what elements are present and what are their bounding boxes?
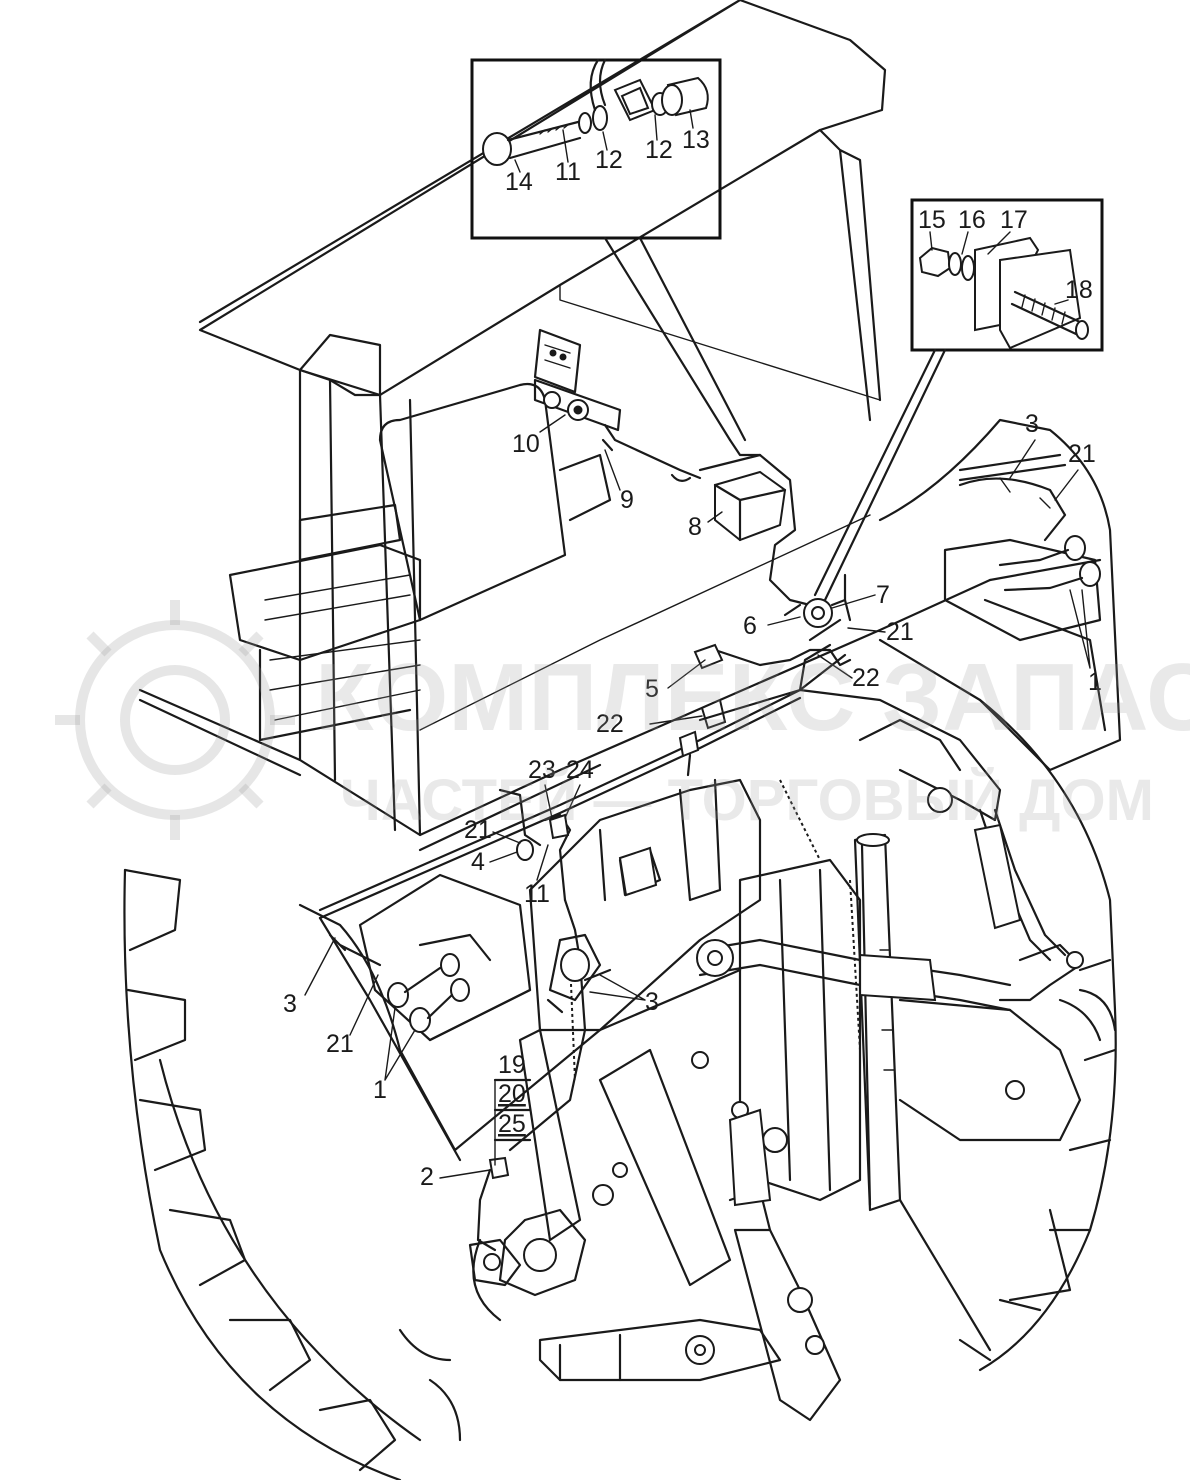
callout-7: 7 [876,581,890,609]
center-harness-callouts: 7 6 21 5 22 22 [596,581,914,738]
callout-21: 21 [886,618,914,646]
callout-3: 3 [645,988,659,1016]
control-panel [533,328,702,480]
callout-4: 4 [471,848,485,876]
watermark-line1: КОМПЛЕКС ЗАПАСНЫХ [315,644,1190,751]
left-rear-tire [123,868,462,1480]
bolt-head-icon [482,132,512,166]
control-panel-callouts: 10 9 8 [512,414,723,541]
clamp-icon [516,839,534,861]
center-harness [318,573,852,920]
callout-3: 3 [1025,410,1039,438]
left-fender [298,873,742,1162]
gear-logo-icon [55,600,295,840]
callout-19: 19 [498,1051,526,1079]
rear-housing [528,778,762,1032]
washer-icon [948,252,962,276]
callout-3: 3 [283,990,297,1018]
work-light-icon [409,1007,431,1033]
right-fender [878,418,1122,772]
callout-16: 16 [958,206,986,234]
position-sensor-callouts: 19 20 25 2 [420,1051,532,1191]
callout-1: 1 [373,1076,387,1104]
callout-2: 2 [420,1163,434,1191]
callout-9: 9 [620,486,634,514]
callout-24: 24 [566,756,594,784]
callout-25: 25 [498,1110,526,1138]
callout-8: 8 [688,513,702,541]
callout-22: 22 [852,664,880,692]
nut-icon [918,246,952,278]
washer-icon [592,105,608,131]
inset-bolt-assembly [470,58,747,442]
callout-12: 12 [645,136,673,164]
watermark-line2: ЧАСТЕЙ — ТОРГОВЫЙ ДОМ [340,768,1154,833]
callout-18: 18 [1065,276,1093,304]
position-sensor [468,1156,522,1287]
rear-housing-callouts: 3 [589,974,659,1016]
callout-11: 11 [524,880,550,908]
callout-15: 15 [918,206,946,234]
inset-bracket-assembly [813,198,1104,602]
work-light-icon [1079,561,1101,587]
callout-10: 10 [512,430,540,458]
work-light-icon [1064,535,1086,561]
callout-5: 5 [645,675,659,703]
relay-box-icon [618,846,658,897]
right-fender-callouts: 3 21 1 [1009,410,1102,696]
right-rear-tire [898,698,1117,1372]
work-light-icon [387,982,409,1008]
callout-17: 17 [1000,206,1028,234]
callout-12: 12 [595,146,623,174]
watermark: КОМПЛЕКС ЗАПАСНЫХ ЧАСТЕЙ — ТОРГОВЫЙ ДОМ [55,600,1190,840]
callout-13: 13 [682,126,710,154]
lower-linkage [472,1028,842,1422]
callout-6: 6 [743,612,757,640]
relay-module [670,438,812,607]
washer-icon [578,112,592,134]
callout-20: 20 [498,1080,526,1108]
rear-hitch-linkage [691,688,1117,1212]
left-fender-callouts: 3 21 1 [283,937,416,1104]
washer-icon [961,255,975,281]
callout-23: 23 [528,756,556,784]
callout-21: 21 [464,816,492,844]
callout-21: 21 [326,1030,354,1058]
harness-clamp-callouts: 23 24 21 4 11 [464,756,594,908]
tractor-cab [138,0,992,852]
callout-14: 14 [505,168,533,196]
inset-bolt-callouts: 14 11 12 12 13 [505,109,710,196]
callout-1: 1 [1088,668,1102,696]
inset-bracket-callouts: 15 16 17 18 [918,206,1093,305]
callout-22: 22 [596,710,624,738]
callout-21: 21 [1068,440,1096,468]
